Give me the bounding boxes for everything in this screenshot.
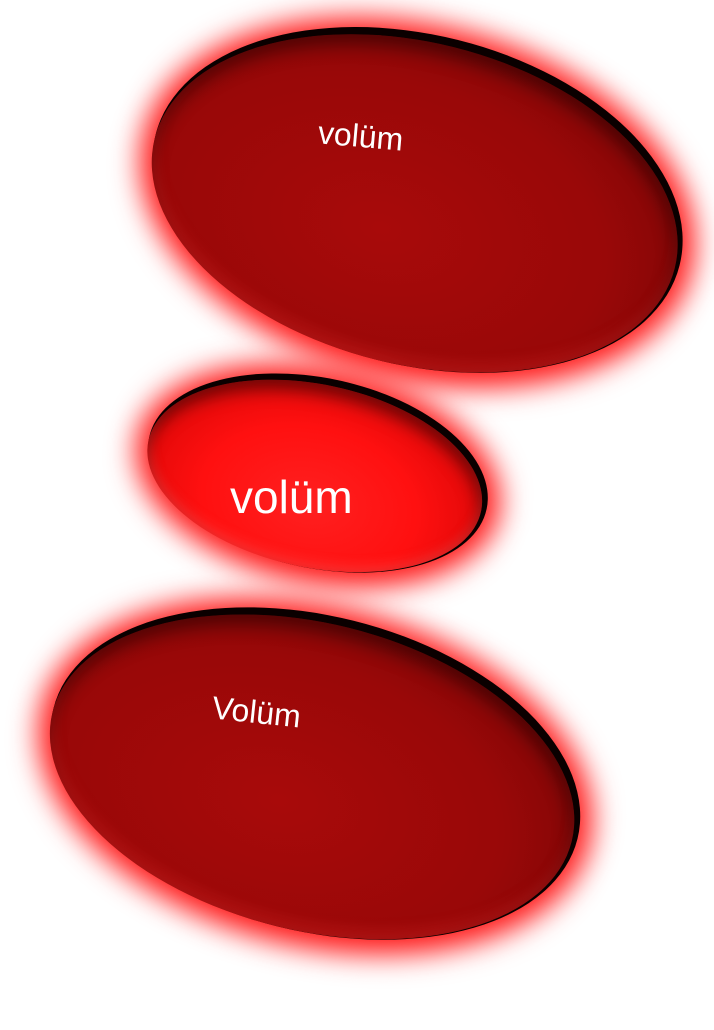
oval-top-label: volüm — [316, 114, 405, 158]
oval-middle-label: volüm — [230, 471, 353, 523]
oval-bottom — [0, 521, 651, 1030]
oval-bottom-face — [15, 563, 609, 991]
